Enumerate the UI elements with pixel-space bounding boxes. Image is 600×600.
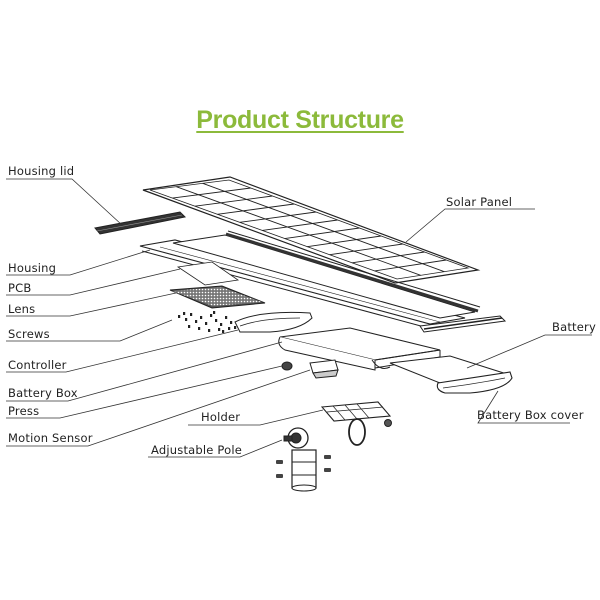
screw	[195, 320, 198, 323]
battery-box-part	[278, 327, 441, 371]
diagram-title: Product Structure	[196, 106, 404, 134]
solar-cell-divider	[307, 235, 382, 248]
screw	[215, 319, 218, 322]
label-housing-lid: Housing lid	[8, 164, 75, 178]
motion-sensor-part	[309, 359, 339, 379]
screw	[208, 329, 211, 332]
screw	[200, 316, 203, 319]
adjustable-pole-part	[276, 427, 331, 492]
screw	[213, 311, 216, 314]
solar-panel-part	[142, 176, 481, 284]
label-motion-sensor: Motion Sensor	[8, 431, 93, 445]
screw	[225, 316, 228, 319]
solar-cell-divider	[374, 259, 447, 272]
leader-lines	[6, 178, 592, 458]
solar-cell-divider	[352, 251, 425, 264]
label-housing: Housing	[8, 261, 57, 275]
screw	[198, 327, 201, 330]
screw	[190, 313, 193, 316]
controller-part	[234, 311, 313, 333]
solar-cell-divider	[262, 219, 338, 231]
label-press: Press	[8, 404, 40, 418]
label-controller: Controller	[8, 358, 67, 372]
pcb-part	[176, 261, 240, 286]
label-lens: Lens	[8, 302, 36, 316]
label-screws: Screws	[8, 327, 50, 341]
lens-part	[169, 285, 266, 309]
label-battery-box: Battery Box	[8, 386, 78, 400]
solar-cell-divider	[217, 203, 295, 215]
solar-cell-divider	[239, 211, 316, 223]
solar-cell-divider	[176, 186, 421, 276]
screw	[185, 318, 188, 321]
side-cover-part	[419, 315, 507, 333]
screw	[230, 321, 233, 324]
screws-part	[178, 311, 237, 333]
screw	[222, 330, 225, 333]
press-part	[281, 361, 293, 371]
solar-cell-divider	[194, 195, 273, 207]
housing-lid-part	[94, 211, 187, 235]
screw	[178, 315, 181, 318]
solar-cell-divider	[172, 187, 251, 199]
screw	[234, 326, 237, 329]
screw	[220, 323, 223, 326]
holder-part	[320, 401, 392, 446]
label-solar-panel: Solar Panel	[446, 195, 513, 209]
housing-part	[139, 230, 481, 330]
solar-cell-divider	[284, 227, 360, 239]
screw	[218, 328, 221, 331]
label-holder: Holder	[201, 410, 241, 424]
label-pcb: PCB	[8, 281, 32, 295]
screw	[188, 325, 191, 328]
label-adjustable-pole: Adjustable Pole	[151, 443, 243, 457]
screw	[210, 314, 213, 317]
solar-cell-divider	[202, 182, 445, 273]
label-battery-box-cover: Battery Box cover	[477, 408, 584, 422]
battery-box-cover-part	[436, 371, 513, 394]
solar-cell-divider	[329, 243, 403, 256]
screw	[205, 322, 208, 325]
label-battery: Battery	[552, 320, 596, 334]
screw	[228, 327, 231, 330]
screw	[183, 312, 186, 315]
